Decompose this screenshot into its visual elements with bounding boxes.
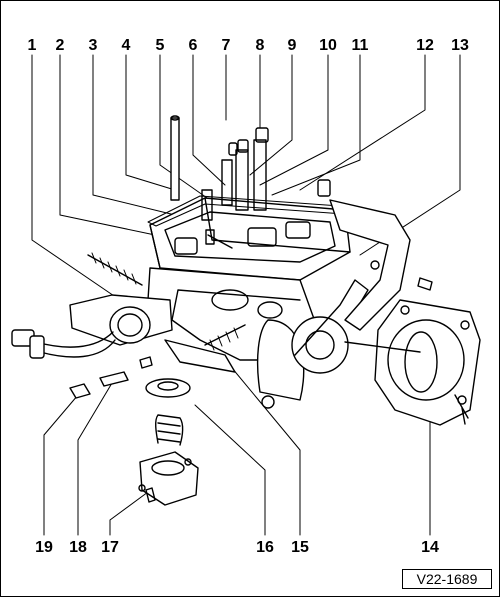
callout-15: 15 [291,539,309,556]
callout-10: 10 [319,37,337,54]
callout-18: 18 [69,539,87,556]
callout-2: 2 [55,37,65,54]
long-rod [170,117,180,201]
callout-16: 16 [256,539,274,556]
callout-17: 17 [101,539,119,556]
callout-8: 8 [255,37,265,54]
callout-3: 3 [88,37,98,54]
callout-6: 6 [188,37,198,54]
callout-12: 12 [416,37,434,54]
idle-screw [204,324,246,346]
callout-14: 14 [421,539,439,556]
callout-5: 5 [155,37,165,54]
callout-13: 13 [451,37,469,54]
callout-1: 1 [27,37,37,54]
callout-4: 4 [121,37,131,54]
spring [155,414,184,446]
screw-part [69,383,91,399]
mounting-bracket [329,199,411,331]
callout-11: 11 [351,37,369,54]
wire-harness [35,331,116,358]
callout-9: 9 [287,37,297,54]
callout-7: 7 [221,37,231,54]
vacuum-rod [344,341,421,353]
reference-number: V22-1689 [416,571,478,587]
long-screw [87,254,143,286]
jet-part [99,371,129,387]
callout-19: 19 [35,539,53,556]
carburetor-cover [149,197,351,281]
leader-lines [31,54,461,536]
reference-box: V22-1689 [402,569,492,589]
diaphragm [145,378,191,398]
